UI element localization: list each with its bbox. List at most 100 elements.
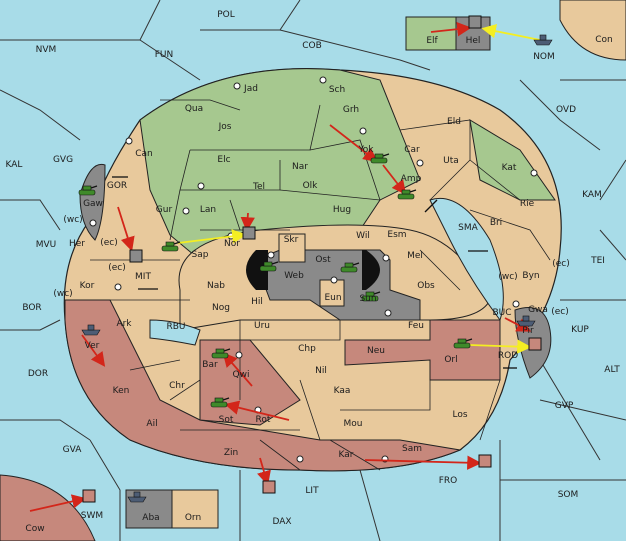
land-Orn[interactable] bbox=[171, 489, 219, 529]
region-label-KAL: KAL bbox=[6, 160, 23, 170]
region-label-MVU: MVU bbox=[36, 240, 57, 250]
region-label-Obs: Obs bbox=[417, 281, 435, 291]
army-unit[interactable] bbox=[370, 153, 390, 164]
region-label-ALT: ALT bbox=[604, 365, 620, 375]
region-label-Sch: Sch bbox=[329, 85, 345, 95]
region-label-Zin: Zin bbox=[224, 448, 238, 458]
fleet-unit[interactable] bbox=[81, 324, 101, 336]
region-label-Olk: Olk bbox=[303, 181, 319, 191]
order-mark-square bbox=[468, 15, 482, 29]
region-label-Ark: Ark bbox=[116, 319, 132, 329]
order-mark-square bbox=[82, 489, 96, 503]
region-label-Nab: Nab bbox=[207, 281, 225, 291]
army-unit[interactable] bbox=[210, 397, 230, 408]
region-label-GOR: GOR bbox=[107, 181, 127, 191]
region-label-ec4: (ec) bbox=[551, 307, 569, 317]
region-label-Gur: Gur bbox=[156, 205, 173, 215]
region-label-DAX: DAX bbox=[272, 517, 291, 527]
region-label-Jad: Jad bbox=[243, 84, 258, 94]
region-label-NVM: NVM bbox=[36, 45, 57, 55]
region-label-Tel: Tel bbox=[252, 182, 265, 192]
region-label-Aba: Aba bbox=[142, 513, 159, 523]
region-label-Pir: Pir bbox=[522, 326, 534, 336]
region-label-Amp: Amp bbox=[401, 174, 422, 184]
region-label-COB: COB bbox=[302, 41, 322, 51]
land-Kat[interactable] bbox=[469, 119, 556, 201]
region-label-Byn: Byn bbox=[522, 271, 539, 281]
land-Gaw[interactable] bbox=[79, 163, 106, 241]
region-label-Web: Web bbox=[284, 271, 304, 281]
region-label-Hel: Hel bbox=[466, 36, 481, 46]
order-arrows bbox=[29, 22, 541, 512]
army-unit[interactable] bbox=[259, 261, 279, 272]
region-label-Ver: Ver bbox=[85, 341, 100, 351]
region-label-TEI: TEI bbox=[590, 256, 605, 266]
region-label-Cow: Cow bbox=[25, 524, 44, 534]
region-label-Ail: Ail bbox=[146, 419, 157, 429]
region-label-ec1: (ec) bbox=[100, 238, 118, 248]
region-label-wc1: (wc) bbox=[63, 215, 82, 225]
army-unit[interactable] bbox=[161, 241, 181, 252]
region-label-ec3: (ec) bbox=[552, 259, 570, 269]
region-label-Mou: Mou bbox=[344, 419, 363, 429]
region-label-Hug: Hug bbox=[333, 205, 351, 215]
region-label-Feu: Feu bbox=[408, 321, 424, 331]
region-label-Lan: Lan bbox=[200, 205, 216, 215]
region-label-FUN: FUN bbox=[155, 50, 174, 60]
land-black-west bbox=[246, 250, 268, 290]
region-label-Orl: Orl bbox=[444, 355, 457, 365]
region-label-NOM: NOM bbox=[533, 52, 555, 62]
region-label-BUC: BUC bbox=[492, 308, 511, 318]
army-unit[interactable] bbox=[340, 262, 360, 273]
army-unit[interactable] bbox=[453, 338, 473, 349]
convoy-arrows bbox=[112, 176, 517, 369]
land-Aba[interactable] bbox=[125, 489, 173, 529]
region-label-Esm: Esm bbox=[387, 230, 406, 240]
region-label-Qwi: Qwi bbox=[233, 370, 250, 380]
region-label-Yok: Yok bbox=[357, 145, 374, 155]
region-label-Wil: Wil bbox=[356, 231, 370, 241]
region-label-Los: Los bbox=[452, 410, 467, 420]
region-label-Kor: Kor bbox=[80, 281, 95, 291]
region-label-BOR: BOR bbox=[22, 303, 41, 313]
region-label-SOM: SOM bbox=[558, 490, 579, 500]
region-label-Con: Con bbox=[595, 35, 613, 45]
region-label-Her: Her bbox=[69, 239, 85, 249]
region-label-POL: POL bbox=[217, 10, 235, 20]
region-label-Bri: Bri bbox=[490, 218, 502, 228]
region-label-Sam: Sam bbox=[402, 444, 422, 454]
land-Eun[interactable] bbox=[319, 279, 345, 307]
order-mark-square bbox=[129, 249, 143, 263]
region-label-Can: Can bbox=[135, 149, 153, 159]
region-label-GVA: GVA bbox=[63, 445, 83, 455]
army-unit[interactable] bbox=[361, 291, 381, 302]
fleet-unit[interactable] bbox=[516, 315, 536, 327]
region-label-MIT: MIT bbox=[135, 272, 151, 282]
region-label-GVG: GVG bbox=[53, 155, 73, 165]
region-label-Hil: Hil bbox=[251, 297, 263, 307]
region-label-Mel: Mel bbox=[407, 251, 423, 261]
army-unit[interactable] bbox=[78, 185, 98, 196]
region-label-Skr: Skr bbox=[284, 235, 299, 245]
land-Skr[interactable] bbox=[278, 233, 306, 263]
region-label-Eun: Eun bbox=[324, 293, 341, 303]
units bbox=[78, 34, 553, 503]
region-label-Jos: Jos bbox=[218, 122, 232, 132]
region-label-ec2: (ec) bbox=[108, 263, 126, 273]
army-unit[interactable] bbox=[397, 189, 417, 200]
region-label-ROD: ROD bbox=[498, 351, 518, 361]
region-label-Elc: Elc bbox=[217, 155, 230, 165]
land-black-east bbox=[362, 250, 380, 290]
army-unit[interactable] bbox=[211, 348, 231, 359]
region-label-Sot: Sot bbox=[219, 415, 234, 425]
fleet-unit[interactable] bbox=[533, 34, 553, 46]
region-label-Chp: Chp bbox=[298, 344, 316, 354]
fleet-unit[interactable] bbox=[127, 491, 147, 503]
land-Elf[interactable] bbox=[405, 16, 457, 51]
region-label-Gaw: Gaw bbox=[83, 199, 103, 209]
region-label-Ost: Ost bbox=[315, 255, 331, 265]
region-label-Kar: Kar bbox=[339, 450, 354, 460]
